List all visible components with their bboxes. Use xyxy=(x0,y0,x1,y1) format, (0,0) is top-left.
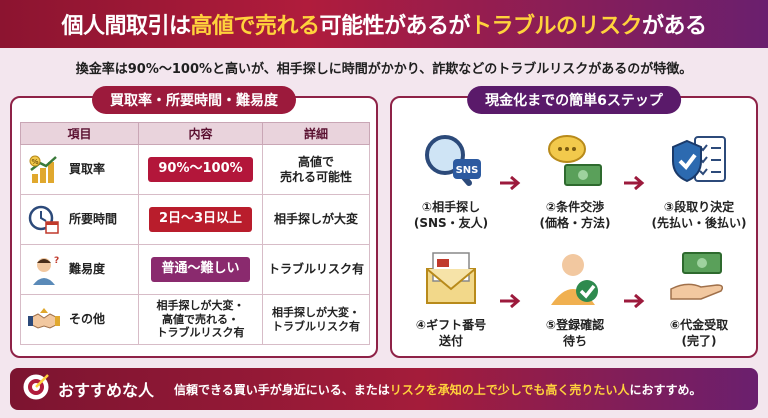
step-6: ⑥代金受取 (完了) xyxy=(644,252,754,349)
user-check-icon xyxy=(543,249,607,314)
handshake-icon xyxy=(27,303,61,337)
col-header-detail: 詳細 xyxy=(262,122,370,145)
title-part-end: がある xyxy=(642,14,707,39)
recommend-text: 信頼できる買い手が身近にいる、またはリスクを承知の上で少しでも高く売りたい人にお… xyxy=(174,381,701,398)
step-label: ⑥代金受取 (完了) xyxy=(669,318,729,348)
row-item-label: その他 xyxy=(69,312,106,326)
table-row: % 買取率 90%〜100% 高値で 売れる可能性 xyxy=(20,144,370,195)
detail-cell: 相手探しが大変 xyxy=(262,194,370,245)
hand-money-icon xyxy=(667,249,731,314)
envelope-giftcard-icon xyxy=(419,249,483,314)
magnifier-sns-icon: SNS xyxy=(419,131,483,196)
row-item-label: 所要時間 xyxy=(69,212,118,226)
chat-money-icon xyxy=(543,131,607,196)
step-label: ④ギフト番号 送付 xyxy=(415,318,487,348)
detail-cell: トラブルリスク有 xyxy=(262,244,370,295)
target-icon xyxy=(22,373,50,405)
row-item-label: 難易度 xyxy=(69,262,106,276)
rates-panel-heading: 買取率・所要時間・難易度 xyxy=(92,86,296,114)
step-4: ④ギフト番号 送付 xyxy=(396,252,506,349)
arrow-right-icon xyxy=(624,294,645,308)
rates-table: 項目 内容 詳細 % 買取率 90%〜100% 高値で 売れる可能性 所要時間 … xyxy=(20,122,370,345)
col-header-content: 内容 xyxy=(138,122,263,145)
title-highlight-1: 高値で売れる xyxy=(190,14,320,39)
recommend-text-highlight: リスクを承知の上で少しでも高く売りたい人 xyxy=(389,382,630,397)
subtitle: 換金率は90%〜100%と高いが、相手探しに時間がかかり、詐欺などのトラブルリス… xyxy=(75,62,693,77)
steps-panel: 現金化までの簡単6ステップ SNS ①相手探し (SNS・友人) ②条件交渉 (… xyxy=(390,86,758,358)
svg-text:%: % xyxy=(31,158,38,166)
detail-cell: 相手探しが大変・ トラブルリスク有 xyxy=(262,294,370,345)
step-label: ②条件交渉 (価格・方法) xyxy=(539,200,611,230)
recommend-text-post: におすすめ。 xyxy=(629,382,702,397)
content-badge: 90%〜100% xyxy=(148,157,253,182)
content-badge: 普通〜難しい xyxy=(151,257,250,282)
step-3: ③段取り決定 (先払い・後払い) xyxy=(644,134,754,231)
sns-label: SNS xyxy=(456,165,479,176)
clock-calendar-icon xyxy=(27,203,61,237)
steps-panel-heading: 現金化までの簡単6ステップ xyxy=(467,86,681,114)
recommend-bar: おすすめな人 信頼できる買い手が身近にいる、またはリスクを承知の上で少しでも高く… xyxy=(10,368,758,410)
step-label: ⑤登録確認 待ち xyxy=(545,318,605,348)
step-label: ①相手探し (SNS・友人) xyxy=(413,200,489,230)
title-highlight-2: トラブルのリスク xyxy=(470,14,643,39)
rates-panel: 買取率・所要時間・難易度 項目 内容 詳細 % 買取率 90%〜100% 高値で… xyxy=(10,86,378,358)
table-row: ? 難易度 普通〜難しい トラブルリスク有 xyxy=(20,244,370,295)
step-1: SNS ①相手探し (SNS・友人) xyxy=(396,134,506,231)
shield-checklist-icon xyxy=(667,131,731,196)
arrow-right-icon xyxy=(500,176,521,190)
svg-text:?: ? xyxy=(54,256,59,266)
title-part-mid: 可能性があるが xyxy=(319,14,470,39)
step-label: ③段取り決定 (先払い・後払い) xyxy=(651,200,747,230)
worried-person-icon: ? xyxy=(27,253,61,287)
coin-growth-icon: % xyxy=(27,153,61,187)
step-2: ②条件交渉 (価格・方法) xyxy=(520,134,630,231)
table-row: 所要時間 2日〜3日以上 相手探しが大変 xyxy=(20,194,370,245)
step-5: ⑤登録確認 待ち xyxy=(520,252,630,349)
recommend-text-pre: 信頼できる買い手が身近にいる、または xyxy=(174,382,390,397)
arrow-right-icon xyxy=(500,294,521,308)
recommend-label: おすすめな人 xyxy=(58,381,155,400)
content-cell: 相手探しが大変・ 高値で売れる・ トラブルリスク有 xyxy=(138,294,263,345)
arrow-right-icon xyxy=(624,176,645,190)
title-part: 個人間取引は xyxy=(61,14,191,39)
page-title: 個人間取引は高値で売れる可能性があるがトラブルのリスクがある xyxy=(0,0,768,48)
row-item-label: 買取率 xyxy=(69,162,106,176)
content-badge: 2日〜3日以上 xyxy=(148,207,253,232)
col-header-item: 項目 xyxy=(20,122,139,145)
table-row: その他 相手探しが大変・ 高値で売れる・ トラブルリスク有 相手探しが大変・ ト… xyxy=(20,294,370,345)
detail-cell: 高値で 売れる可能性 xyxy=(262,144,370,195)
